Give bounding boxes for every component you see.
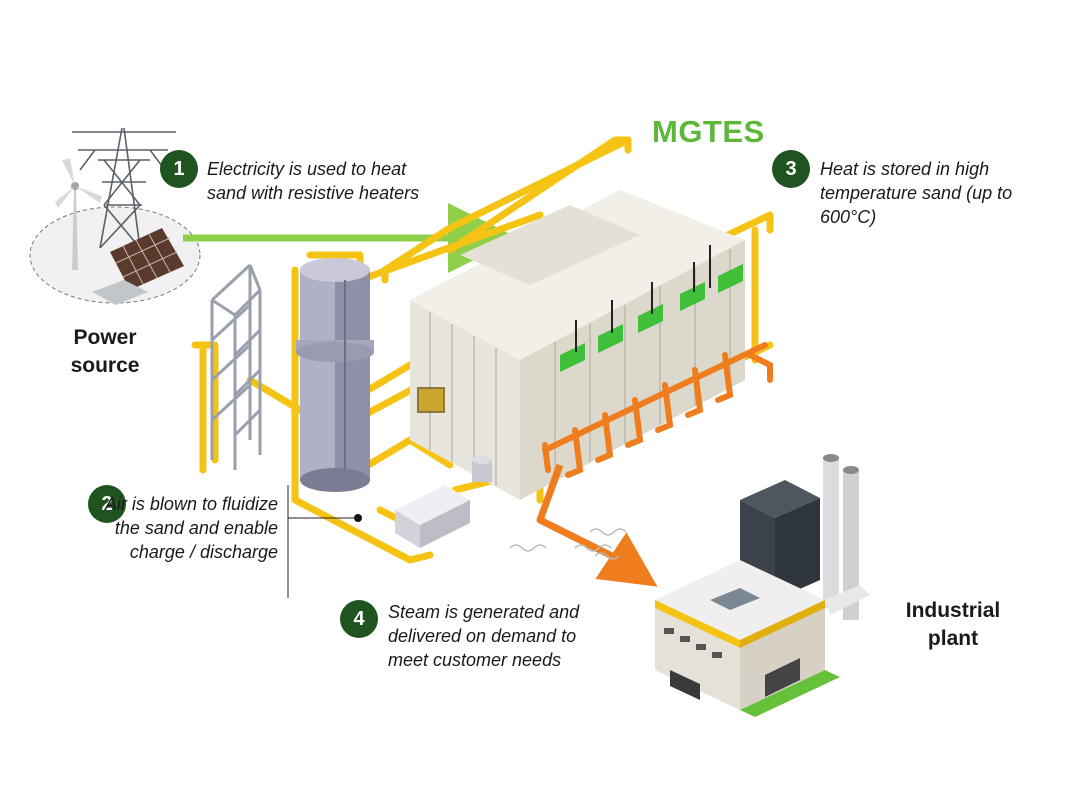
step-1-text: Electricity is used to heat sand with re… xyxy=(207,159,420,203)
steam-pipes xyxy=(542,342,773,478)
step-4-text: Steam is generated and delivered on dema… xyxy=(388,602,580,670)
power-source-group xyxy=(29,127,201,305)
steam-delivery-arrow xyxy=(536,463,658,587)
steam-waves xyxy=(509,528,627,560)
heater-indicators xyxy=(560,264,743,372)
blower-icon xyxy=(354,456,492,548)
step-3-text: Heat is stored in high temperature sand … xyxy=(820,159,1013,227)
wind-turbine-icon xyxy=(55,158,102,270)
step-2-text: Air is blown to fluidize the sand and en… xyxy=(104,494,278,562)
step-2-badge: 2 xyxy=(88,485,126,523)
power-source-label: Power source xyxy=(70,326,140,377)
diagram-title: MGTES xyxy=(652,114,765,149)
transmission-tower-icon xyxy=(72,127,176,249)
step-4-badge: 4 xyxy=(340,600,378,638)
industrial-plant-label: Industrial plant xyxy=(905,599,1001,650)
step-1-badge: 1 xyxy=(160,150,198,188)
silo-icon xyxy=(296,258,374,492)
step-3-badge: 3 xyxy=(772,150,810,188)
solar-panel-icon xyxy=(92,228,184,305)
scaffold-tower xyxy=(210,263,262,470)
factory-icon xyxy=(655,454,870,717)
